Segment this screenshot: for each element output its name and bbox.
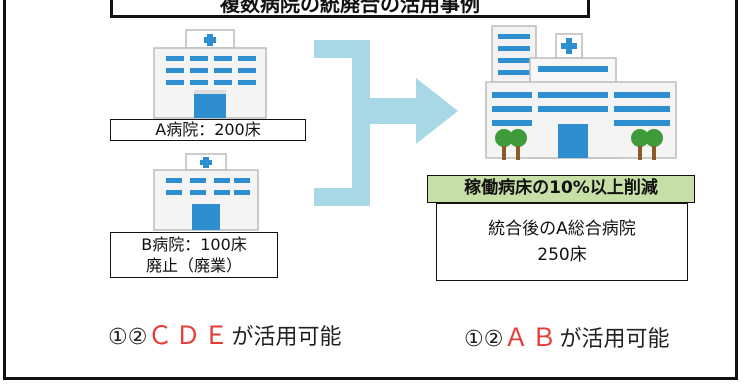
diagram-frame <box>3 0 738 380</box>
reduction-label: 稼働病床の10%以上削減 <box>427 175 695 203</box>
right-caption-prefix: ①② <box>464 327 504 352</box>
hospital-b-label: B病院：100床 廃止（廃業） <box>110 232 278 278</box>
hospital-b-label-line2: 廃止（廃業） <box>145 256 242 275</box>
right-caption-suffix: が活用可能 <box>559 327 670 352</box>
left-caption-prefix: ①② <box>108 325 148 350</box>
merged-hospital-name: 統合後のA総合病院 <box>488 219 636 239</box>
right-caption-highlight: ＡＢ <box>503 323 560 352</box>
hospital-a-label: A病院：200床 <box>110 119 306 141</box>
hospital-b-icon <box>153 153 259 231</box>
left-caption-highlight: ＣＤＥ <box>147 321 232 350</box>
diagram-title: 複数病院の統廃合の活用事例 <box>110 0 590 18</box>
left-caption: ①②ＣＤＥが活用可能 <box>108 316 341 352</box>
hospital-b-label-line1: B病院：100床 <box>141 235 247 254</box>
large-hospital-icon <box>485 25 677 160</box>
merged-hospital-beds: 250床 <box>537 245 587 265</box>
merged-hospital-box: 統合後のA総合病院 250床 <box>436 203 688 281</box>
left-caption-suffix: が活用可能 <box>231 325 342 350</box>
right-caption: ①②ＡＢが活用可能 <box>464 318 669 354</box>
merge-arrow-icon <box>314 40 458 206</box>
hospital-a-icon <box>153 29 267 119</box>
